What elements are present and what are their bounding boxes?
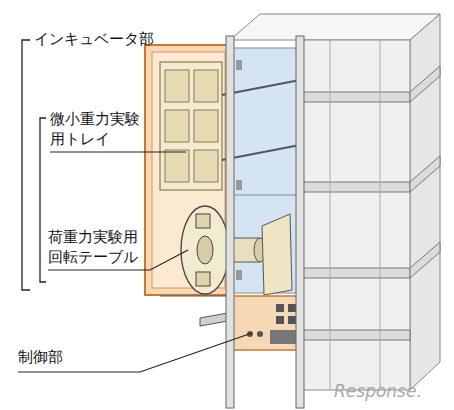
part-label: 制御部	[18, 348, 63, 368]
watermark: Response.	[334, 380, 422, 402]
section-label: インキュベータ部	[34, 30, 154, 50]
part-label: 微小重力実験用トレイ	[50, 110, 146, 149]
part-label: 荷重力実験用回転テーブル	[48, 228, 144, 267]
